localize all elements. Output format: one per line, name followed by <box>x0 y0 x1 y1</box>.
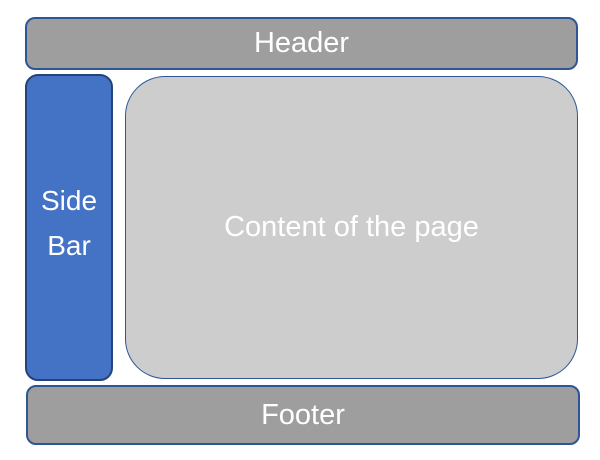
sidebar-label-line-1: Side <box>40 184 98 216</box>
header-box: Header <box>25 17 578 70</box>
sidebar-label: Side Bar <box>41 178 97 268</box>
sidebar-box: Side Bar <box>25 74 113 381</box>
header-label: Header <box>253 27 350 59</box>
content-label: Content of the page <box>224 211 479 243</box>
footer-box: Footer <box>26 385 580 445</box>
sidebar-label-line-2: Bar <box>47 229 91 261</box>
content-box: Content of the page <box>125 76 578 379</box>
footer-label: Footer <box>261 398 345 431</box>
